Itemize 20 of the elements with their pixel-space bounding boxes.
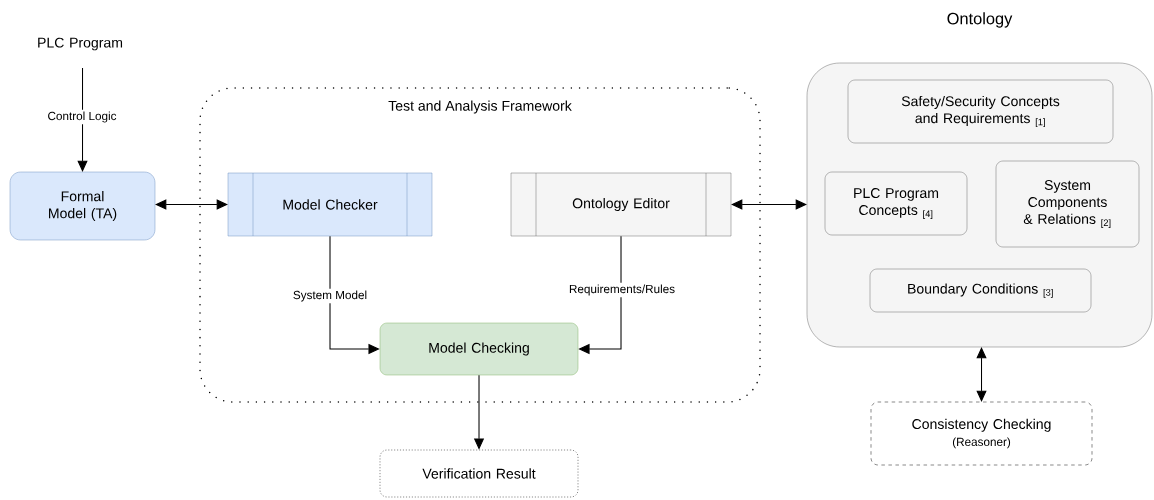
checking-box: Consistency Checking (Reasoner)	[870, 401, 1093, 466]
edge-label: Requirements/Rules	[567, 282, 677, 298]
arrow	[976, 347, 987, 402]
process-box: Ontology Editor	[510, 172, 732, 237]
process-box: Model Checking	[379, 322, 579, 376]
arrow	[155, 199, 228, 210]
concept-box: Safety/Security Concepts and Requirements $_{[1]}$	[847, 79, 1114, 144]
edge-label: System Model	[291, 288, 369, 304]
arrow	[731, 199, 807, 210]
arrow	[77, 67, 88, 172]
concept-box: Boundary Conditions $_{[3]}$	[869, 268, 1092, 313]
process-box: Model Checker	[227, 172, 433, 237]
source-label: PLC Program	[38, 37, 123, 51]
process-box: Formal Model (TA)	[9, 171, 156, 241]
concept-box: System Components & Relations $_{[2]}$	[995, 160, 1140, 248]
edge-label: Control Logic	[45, 109, 119, 125]
concept-box: PLC Program Concepts $_{[4]}$	[824, 171, 968, 236]
result-box: Verification Result	[379, 449, 579, 498]
frame-title: Test and Analysis Framework	[388, 100, 572, 114]
panel-title: Ontology	[947, 12, 1013, 28]
